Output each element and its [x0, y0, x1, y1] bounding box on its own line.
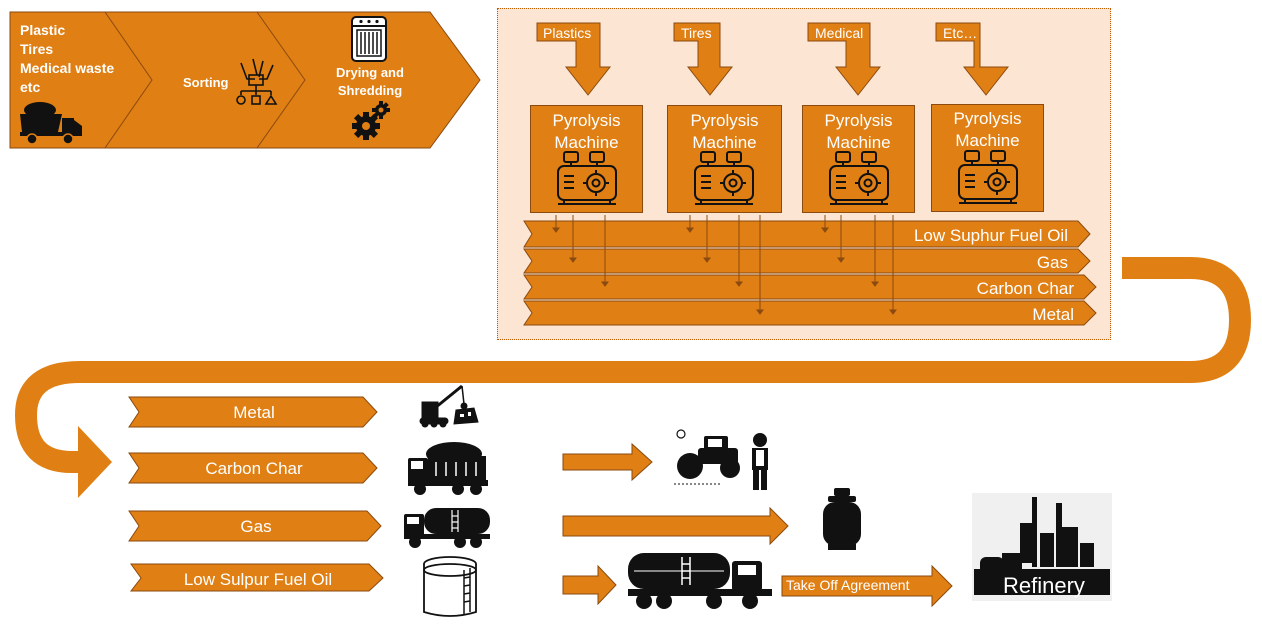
output-label-fuel-oil: Low Suphur Fuel Oil — [913, 226, 1068, 245]
input-label-etc: Etc… — [943, 25, 978, 41]
band-fuel-oil — [523, 220, 1091, 248]
input-arrow-medical — [807, 22, 882, 96]
output-bands — [523, 215, 1097, 326]
input-arrow-plastics — [536, 22, 612, 96]
fuel-tanker-icon — [628, 553, 772, 609]
output-label-carbon-char: Carbon Char — [976, 279, 1074, 298]
drying-chevron — [256, 11, 481, 149]
road-roller-worker-icon — [674, 429, 768, 490]
dest-arrow-gas — [562, 506, 789, 546]
collection-line-medical: Medical waste — [20, 60, 115, 76]
dryer-icon — [351, 16, 387, 62]
product-arrow-metal — [128, 396, 378, 428]
product-label-metal: Metal — [233, 403, 275, 422]
machine-2-subtitle: Machine — [692, 133, 757, 152]
pyrolysis-machine-2: Pyrolysis Machine — [667, 105, 782, 213]
dump-truck-icon — [20, 102, 82, 145]
pyrolysis-machine-1: Pyrolysis Machine — [530, 105, 643, 213]
gas-cylinder-icon — [823, 488, 861, 550]
take-off-agreement-label: Take Off Agreement — [786, 577, 910, 593]
refinery-icon — [972, 493, 1112, 601]
product-arrow-carbon — [128, 452, 378, 484]
machine-3-subtitle: Machine — [826, 133, 891, 152]
machine-2-title: Pyrolysis — [690, 111, 759, 130]
input-label-plastics: Plastics — [543, 25, 592, 41]
gears-icon — [352, 101, 390, 140]
sorting-label: Sorting — [183, 75, 229, 90]
drying-label-line1: Drying and — [336, 65, 404, 80]
machine-1-subtitle: Machine — [554, 133, 619, 152]
collection-line-plastic: Plastic — [20, 22, 66, 38]
input-label-medical: Medical — [815, 25, 864, 41]
machine-1-title: Pyrolysis — [552, 111, 621, 130]
refinery-label: Refinery — [1003, 573, 1085, 598]
product-label-gas: Gas — [240, 517, 272, 536]
band-carbon-char — [523, 274, 1097, 300]
storage-tank-icon — [423, 556, 477, 617]
crane-scrap-icon — [419, 384, 479, 428]
pyrolysis-machine-4: Pyrolysis Machine — [931, 104, 1044, 212]
coal-truck-icon — [408, 442, 488, 495]
machine-icon-4 — [958, 150, 1018, 204]
sorting-network-icon — [236, 58, 278, 105]
drying-label-line2: Shredding — [337, 83, 403, 98]
band-metal — [523, 300, 1097, 326]
collection-label: Plastic Tires Medical waste etc — [20, 21, 114, 97]
destination-arrows — [562, 442, 953, 608]
input-label-tires: Tires — [681, 25, 712, 41]
band-gas — [523, 248, 1091, 274]
input-arrow-etc — [935, 22, 1010, 96]
collection-line-tires: Tires — [20, 41, 54, 57]
drying-label: Drying and Shredding — [331, 64, 409, 100]
collection-line-etc: etc — [20, 79, 41, 95]
output-label-metal: Metal — [1032, 305, 1074, 324]
input-arrows — [536, 22, 1010, 96]
tanker-truck-icon — [404, 508, 490, 548]
machine-icon-2 — [694, 151, 754, 205]
output-label-gas: Gas — [1036, 253, 1068, 272]
product-label-carbon-char: Carbon Char — [205, 459, 303, 478]
dest-arrow-road — [562, 442, 653, 482]
dest-arrow-offtake — [781, 564, 953, 608]
machine-3-title: Pyrolysis — [824, 111, 893, 130]
product-label-fuel-oil: Low Sulpur Fuel Oil — [183, 570, 333, 589]
machine-icon-3 — [829, 151, 889, 205]
input-arrow-tires — [673, 22, 734, 96]
dest-arrow-fuel — [562, 564, 617, 606]
machine-4-title: Pyrolysis — [953, 109, 1022, 128]
machine-4-subtitle: Machine — [955, 131, 1020, 150]
machine-icon-1 — [557, 151, 617, 205]
product-arrows — [128, 396, 384, 592]
product-arrow-fuel-oil — [129, 563, 384, 592]
product-arrow-gas — [128, 510, 382, 542]
flow-connector-arrow — [14, 257, 1252, 498]
pyrolysis-machine-3: Pyrolysis Machine — [802, 105, 915, 213]
